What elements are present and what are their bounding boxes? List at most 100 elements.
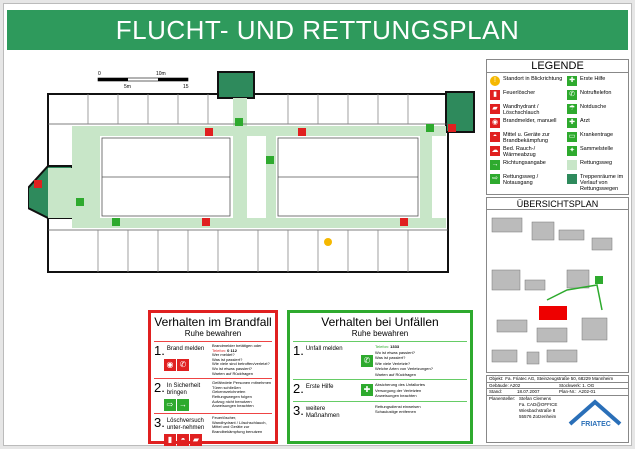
step-text: Was ist passiert? [212, 356, 243, 362]
step-label: Löschversuch unter-nehmen [166, 418, 205, 432]
legend-item: ☁Bed. Rauch-/ Wärmeabzug [490, 146, 565, 158]
fire-extinguisher-icon: ▮ [164, 434, 176, 447]
stairwell-north [217, 71, 255, 99]
plan-info-block: Objekt:Fa. Friatec AG, Steinzeugstraße 5… [486, 375, 629, 443]
legend-item: !Standort in Blickrichtung [490, 76, 565, 86]
emergency-exit-icon: ⇨ [490, 174, 500, 184]
step-text: Warten auf Rückfragen [375, 371, 416, 377]
fire-alarm-icon: ◉ [490, 118, 500, 128]
step-text: Absicherung des Unfallortes [375, 382, 426, 387]
step-text: Gekennzeichneten Rettungswegen folgen [212, 389, 252, 399]
fire-hose-icon [448, 124, 456, 132]
step-text: Wo ist etwas passiert? [212, 365, 252, 371]
legend-item: ⇨Rettungsweg / Notausgang [490, 174, 565, 186]
phone-label: Telefon: [375, 344, 390, 349]
doctor-icon: ✚ [567, 118, 577, 128]
firefighting-equipment-icon: ◓ [177, 434, 189, 447]
legend-label: Sammelstelle [580, 146, 614, 152]
exit-sign-icon [112, 218, 120, 226]
step-text: Gefährdete Personen mitnehmen [212, 380, 272, 386]
scale-bar: 0 10m 5m 15 [97, 71, 189, 90]
fire-step-1: 1.Brand melden ◉✆ Brandmelder betätigen … [154, 341, 272, 378]
date-label: Stand: [489, 389, 503, 394]
accident-step-3: 3.weitere Maßnahmen Rettungsdienst einwe… [293, 400, 467, 422]
legend-label: Treppenräume im Verlauf von Rettungswege… [580, 174, 624, 192]
legend-label: Brandmelder, manuell [503, 118, 557, 124]
phone-label: Telefon: [212, 347, 227, 353]
author-line: 55576 Zotzenheim [519, 413, 557, 419]
step-label: weitere Maßnahmen [305, 405, 340, 419]
fire-hose-icon: ▰ [490, 104, 500, 114]
fire-step-2: 2.In Sicherheit bringen ⇨→ Gefährdete Pe… [154, 378, 272, 413]
step-label: Unfall melden [305, 346, 343, 352]
fire-extinguisher-icon [202, 218, 210, 226]
scale-ten: 10m [156, 71, 166, 77]
firefighting-equipment-icon: ◓ [490, 132, 500, 142]
step-label: Erste Hilfe [305, 384, 334, 390]
step-text: Mittel und Geräte zur [212, 424, 250, 430]
room-walls [48, 94, 448, 272]
escape-routes [48, 98, 446, 228]
fire-alarm-icon [34, 180, 42, 188]
legend-label: Notruftelefon [580, 90, 612, 96]
legend-label: Mittel u. Geräte zur Brandbekämpfung [503, 132, 550, 144]
legend-item: ▭Krankentrage [567, 132, 628, 142]
step-text: Türen schließen [212, 384, 241, 390]
step-text: Wie viele Verletzte? [375, 360, 411, 366]
step-number: 1. [293, 343, 304, 358]
location-marker-icon: ! [490, 76, 500, 86]
step-text: Rettungsdienst einweisen [375, 403, 421, 409]
author-label: Planersteller: [489, 395, 516, 401]
legend-item: ◉Brandmelder, manuell [490, 118, 565, 128]
arrow-right-icon: → [490, 160, 500, 170]
legend-label: Arzt [580, 118, 590, 124]
legend-label: Krankentrage [580, 132, 614, 138]
arrow-up-icon [235, 118, 243, 126]
legend-item: ✆Notruftelefon [567, 90, 628, 100]
step-text: Wo ist etwas passiert? [375, 349, 415, 355]
legend-item: ◓Mittel u. Geräte zur Brandbekämpfung [490, 132, 565, 144]
building-value: Gebäude: A202 [489, 382, 521, 388]
fire-subtitle: Ruhe bewahren [184, 329, 242, 338]
legend-item: ✚Arzt [567, 118, 628, 128]
scale-fifteen: 15 [183, 84, 189, 90]
first-aid-icon: ✚ [567, 76, 577, 86]
step-text: Anweisungen beachten [212, 403, 254, 409]
legend-item: ☂Notdusche [567, 104, 628, 114]
legend-label: Rettungsweg / Notausgang [503, 174, 539, 186]
exit-sign-icon [426, 124, 434, 132]
fire-hose-icon: ▰ [190, 434, 202, 447]
page-title: FLUCHT- UND RETTUNGSPLAN [7, 10, 628, 50]
fire-instructions-box: Verhalten im Brandfall Ruhe bewahren 1.B… [148, 310, 278, 447]
legend-item: Treppenräume im Verlauf von Rettungswege… [567, 174, 628, 192]
legend-label: Notdusche [580, 104, 607, 110]
author-line: Fa. CAD@OFFICE [519, 401, 558, 407]
step-text: Feuerlöscher, [212, 415, 237, 421]
phone-icon: ✆ [177, 359, 189, 371]
overview-title: ÜBERSICHTSPLAN [487, 198, 628, 210]
step-text: Schaulustige entfernen [375, 409, 416, 414]
step-number: 1. [154, 343, 165, 358]
legend-label: Richtungsangabe [503, 160, 546, 166]
legend-label: Bed. Rauch-/ Wärmeabzug [503, 146, 536, 158]
legend-item: ▰Wandhydrant / Löschschlauch [490, 104, 565, 116]
escape-route-area-icon [567, 160, 577, 170]
plan-number-value: A202-01 [578, 389, 596, 394]
step-number: 3. [154, 415, 165, 431]
fire-title: Verhalten im Brandfall [154, 315, 272, 329]
legend-label: Standort in Blickrichtung [503, 76, 563, 82]
legend-label: Feuerlöscher [503, 90, 536, 96]
step-label: In Sicherheit bringen [166, 383, 201, 397]
step-text: Versorgung der Verletzten [375, 387, 422, 393]
fire-extinguisher-icon [400, 218, 408, 226]
accident-instructions-box: Verhalten bei Unfällen Ruhe bewahren 1.U… [287, 310, 473, 444]
arrow-right-icon: → [177, 399, 189, 412]
building-outline [47, 93, 449, 273]
legend-item: →Richtungsangabe [490, 160, 565, 170]
plan-number-label: Plan-Nr.: [559, 389, 577, 394]
step-number: 3. [293, 402, 304, 418]
date-value: 18.07.2007 [517, 389, 540, 394]
fire-step-3: 3.Löschversuch unter-nehmen ▮◓▰ Feuerlös… [154, 413, 272, 448]
step-text: Brandbekämpfung benutzen [212, 428, 263, 434]
author-line: Stefan Clemens [519, 395, 552, 401]
